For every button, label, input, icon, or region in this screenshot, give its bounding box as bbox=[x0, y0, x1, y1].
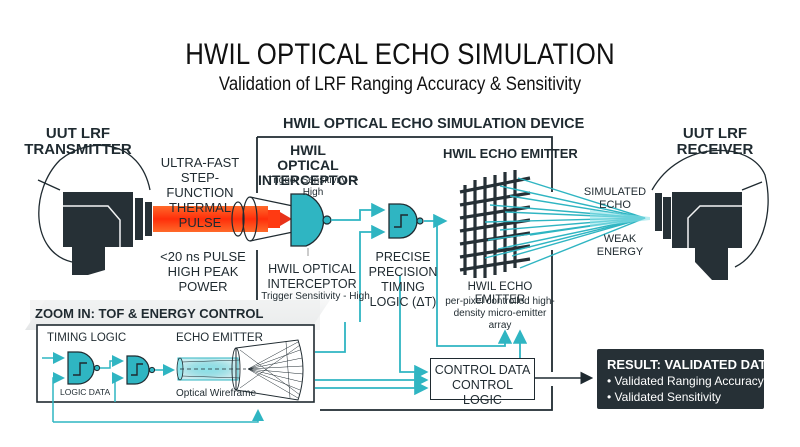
echo-line2: ECHO bbox=[599, 199, 631, 211]
pulse-spec-line2: HIGH PEAK POWER bbox=[167, 264, 239, 294]
control-line1: CONTROL DATA bbox=[434, 363, 531, 377]
emitter-desc-line1: per-pixel controlled high- bbox=[445, 296, 555, 307]
result-item: • Validated Sensitivity bbox=[607, 390, 722, 404]
pulse-desc-line2: STEP-FUNCTION bbox=[166, 170, 234, 200]
zoom-optical-wireframe-label: Optical Wireframe bbox=[176, 388, 257, 399]
energy-line2: ENERGY bbox=[596, 246, 644, 258]
echo-emitter-grid-icon bbox=[459, 170, 531, 278]
simulated-echo-label: SIMULATED ECHO bbox=[580, 186, 650, 212]
thermal-pulse-beam bbox=[153, 196, 294, 242]
emitter-desc-line2: density micro-emitter array bbox=[453, 308, 547, 331]
result-item: • Validated Ranging Accuracy bbox=[607, 374, 764, 388]
interceptor-label: HWIL OPTICAL INTERCEPTOR bbox=[262, 262, 362, 292]
page-subtitle: Validation of LRF Ranging Accuracy & Sen… bbox=[218, 74, 582, 95]
signal-connectors bbox=[315, 202, 528, 396]
transmitter-title-line2: TRANSMITTER bbox=[24, 141, 132, 158]
interceptor-title-line1: HWIL OPTICAL bbox=[277, 142, 339, 173]
result-box: RESULT: VALIDATED DATA • Validated Rangi… bbox=[597, 349, 775, 409]
zoom-panel bbox=[36, 324, 315, 423]
device-title: HWIL OPTICAL ECHO SIMULATION DEVICE bbox=[283, 116, 585, 132]
emitter-description: per-pixel controlled high- density micro… bbox=[445, 296, 555, 332]
control-line2: CONTROL LOGIC bbox=[451, 378, 514, 407]
interceptor-gate-icon bbox=[290, 193, 332, 256]
transmitter-title: UUT LRF TRANSMITTER bbox=[18, 126, 138, 158]
interceptor-subtitle: Trigger Sensitivity -> High bbox=[267, 175, 359, 198]
timing-line3: TIMING bbox=[381, 280, 425, 294]
receiver-title-line1: UUT LRF bbox=[682, 125, 748, 142]
weak-energy-label: WEAK ENERGY bbox=[590, 233, 650, 259]
interceptor-label-line2: INTERCEPTOR bbox=[267, 277, 357, 291]
receiver-title: UUT LRF RECEIVER bbox=[660, 126, 770, 158]
timing-gate-icon bbox=[388, 203, 424, 239]
emitter-label: HWIL ECHO EMITTER bbox=[467, 281, 533, 306]
energy-line1: WEAK bbox=[603, 233, 637, 245]
interceptor-label-line1: HWIL OPTICAL bbox=[268, 262, 356, 276]
control-logic-box: CONTROL DATA CONTROL LOGIC bbox=[430, 358, 535, 407]
receiver-icon bbox=[651, 149, 769, 280]
timing-line1: PRECISE bbox=[375, 250, 431, 264]
zoom-echo-emitter-label: ECHO EMITTER bbox=[176, 332, 263, 344]
zoom-callout-shade bbox=[25, 265, 330, 330]
pulse-desc-line1: ULTRA-FAST bbox=[160, 155, 240, 170]
echo-line1: SIMULATED bbox=[583, 186, 647, 198]
interceptor-label-sub: Trigger Sensitivity - High bbox=[261, 291, 370, 302]
device-boundary bbox=[256, 136, 553, 411]
timing-logic-label: PRECISE PRECISION TIMING LOGIC (ΔT) bbox=[368, 250, 438, 310]
pulse-desc-line3: THERMAL PULSE bbox=[168, 200, 232, 230]
timing-line4: LOGIC (ΔT) bbox=[369, 295, 437, 309]
transmitter-title-line1: UUT LRF bbox=[45, 125, 111, 142]
zoom-panel-title: ZOOM IN: TOF & ENERGY CONTROL bbox=[35, 306, 264, 321]
zoom-logic-data-label: LOGIC DATA bbox=[60, 387, 111, 397]
transmitter-icon bbox=[37, 144, 152, 275]
timing-line2: PRECISION bbox=[368, 265, 438, 279]
pulse-spec-line1: <20 ns PULSE bbox=[160, 249, 246, 264]
pulse-description: ULTRA-FAST STEP-FUNCTION THERMAL PULSE bbox=[150, 155, 250, 230]
result-title: RESULT: VALIDATED DATA bbox=[607, 357, 775, 372]
receiver-title-line2: RECEIVER bbox=[676, 141, 754, 158]
pulse-spec: <20 ns PULSE HIGH PEAK POWER bbox=[148, 249, 258, 294]
echo-focus-glow bbox=[590, 210, 650, 227]
page-title: HWIL OPTICAL ECHO SIMULATION bbox=[185, 38, 615, 71]
emitter-title: HWIL ECHO EMITTER bbox=[443, 146, 578, 161]
interceptor-title: HWIL OPTICAL INTERCEPTOR bbox=[258, 143, 358, 188]
interceptor-title-line2: INTERCEPTOR bbox=[258, 172, 359, 188]
zoom-timing-logic-label: TIMING LOGIC bbox=[47, 332, 127, 344]
